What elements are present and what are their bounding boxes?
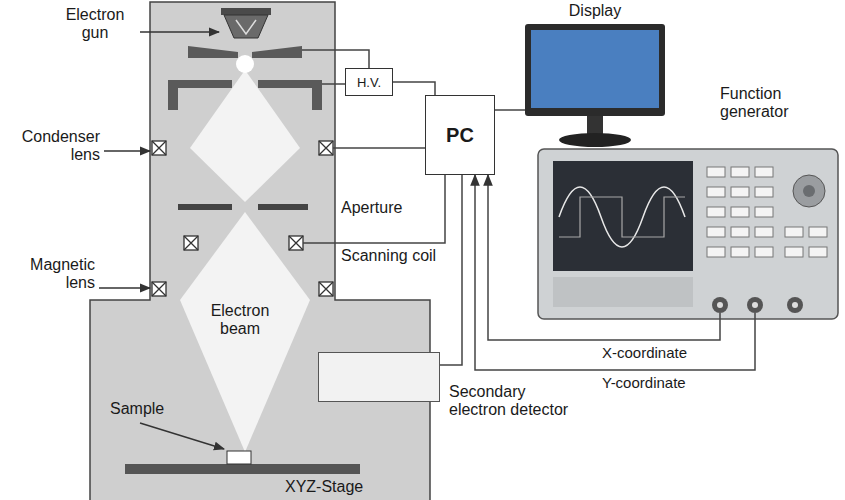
wehnelt-plate	[252, 46, 302, 58]
node-text: Function generator	[720, 85, 830, 121]
part-label: Electron gun	[55, 6, 135, 42]
part-label: Aperture	[341, 199, 402, 217]
signal-connector	[440, 175, 462, 365]
stage-bar	[125, 464, 360, 474]
anode-plate	[168, 80, 232, 110]
display-monitor: Display	[525, 2, 665, 152]
aperture-plate	[178, 204, 232, 210]
anode-plate	[258, 80, 322, 110]
leader-lines	[99, 32, 224, 449]
part-label: Sample	[110, 400, 164, 418]
gun-filament	[236, 20, 256, 34]
signal-connector	[488, 175, 720, 340]
signal-connector	[393, 82, 435, 95]
beam-upper	[190, 70, 300, 202]
wehnelt-plate	[188, 46, 238, 58]
signal-label: X-coordinate	[600, 344, 689, 362]
node-text: Display	[525, 2, 665, 20]
signal-connector	[495, 109, 525, 111]
part-label: Condenser lens	[5, 128, 100, 164]
part-label: Scanning coil	[341, 247, 436, 265]
part-label: Electron beam	[200, 302, 280, 338]
pc-box: PC	[425, 95, 495, 175]
gun-cap	[221, 8, 271, 15]
gun-body	[224, 15, 268, 38]
function-generator-icon	[538, 149, 838, 332]
hv-box: H.V.	[345, 68, 393, 96]
node-text: PC	[446, 124, 474, 147]
part-label: XYZ-Stage	[285, 478, 363, 496]
signal-connector	[475, 175, 755, 370]
node-text: H.V.	[357, 75, 381, 90]
sample-block	[227, 451, 251, 464]
signal-label: Y-coordinate	[600, 374, 688, 392]
lens-symbols	[152, 141, 333, 296]
monitor-icon	[525, 24, 665, 147]
beam-lower	[180, 212, 310, 452]
node-text: Secondary electron detector	[449, 383, 584, 419]
part-label: Magnetic lens	[10, 256, 95, 292]
detector-box: Secondary electron detector	[318, 352, 440, 402]
wires	[302, 50, 445, 243]
aperture-plate	[258, 204, 308, 210]
beam-source	[236, 55, 254, 73]
function-generator: Function generator	[535, 85, 840, 332]
